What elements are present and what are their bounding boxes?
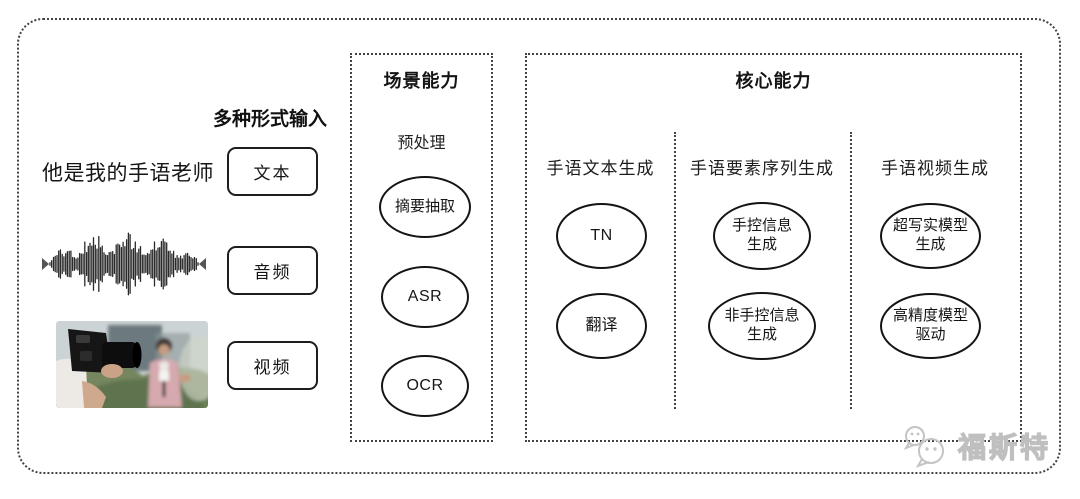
mic-flag [159, 371, 169, 381]
reporter-face [158, 344, 170, 356]
chat-bubbles-icon [903, 426, 944, 468]
audio-waveform-graphic [42, 232, 206, 296]
column-title-sign-video-generation: 手语视频生成 [881, 159, 989, 178]
video-thumbnail-image [56, 321, 208, 408]
text-input-label: 文本 [253, 164, 292, 183]
audio-input-label: 音频 [253, 263, 292, 282]
camera-lens [132, 342, 142, 368]
node-translation: 翻译 [556, 293, 647, 359]
node-asr: ASR [381, 266, 469, 328]
core-box-title: 核心能力 [735, 71, 812, 91]
audio-input-box: 音频 [227, 246, 318, 295]
sample-sentence-text: 他是我的手语老师 [42, 162, 214, 185]
preprocess-label: 预处理 [397, 135, 446, 152]
scene-box-title: 场景能力 [383, 71, 460, 91]
column-divider-2 [850, 132, 852, 409]
scene-capability-box: 场景能力 预处理 摘要抽取 ASR OCR [350, 53, 493, 442]
video-input-label: 视频 [253, 358, 292, 377]
node-hyperrealistic-model-generation: 超写实模型 生成 [880, 203, 981, 269]
photographer [56, 329, 142, 408]
column-divider-1 [674, 132, 676, 409]
input-section-label: 多种形式输入 [212, 109, 327, 130]
mic-handle [162, 381, 166, 397]
column-title-sign-text-generation: 手语文本生成 [546, 159, 655, 178]
column-title-sign-element-sequence-generation: 手语要素序列生成 [690, 159, 834, 178]
outer-dotted-border [17, 18, 1061, 474]
node-non-manual-info-generation: 非手控信息 生成 [708, 292, 816, 360]
node-manual-info-generation: 手控信息 生成 [713, 202, 811, 270]
watermark: 福斯特 [901, 424, 1051, 468]
node-high-precision-model-driving: 高精度模型 驱动 [880, 293, 981, 359]
node-tn: TN [556, 203, 647, 269]
text-input-box: 文本 [227, 147, 318, 196]
reporter-hand [179, 373, 191, 383]
video-input-box: 视频 [227, 341, 318, 390]
photographer-hand [101, 364, 123, 378]
core-capability-box: 核心能力 手语文本生成 手语要素序列生成 手语视频生成 TN 翻译 手控信息 生… [525, 53, 1022, 442]
node-summary-extraction: 摘要抽取 [379, 176, 471, 238]
node-ocr: OCR [381, 355, 469, 417]
watermark-text: 福斯特 [957, 431, 1052, 463]
